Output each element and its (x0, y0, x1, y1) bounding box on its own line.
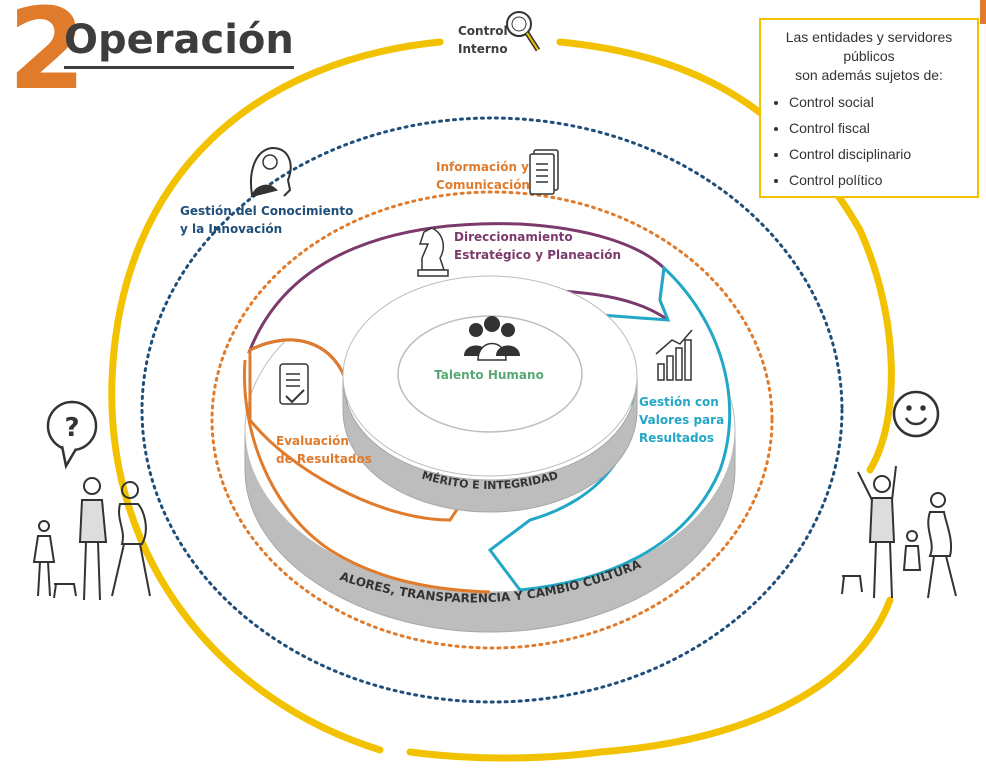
talento-ellipse (397, 315, 583, 433)
checklist-icon (279, 363, 309, 405)
talento-humano-label: Talento Humano (434, 368, 544, 382)
documents-icon (529, 149, 559, 195)
bar-chart-icon (655, 329, 693, 381)
control-interno-label: Control Interno (458, 24, 508, 56)
head-brain-icon (250, 146, 292, 198)
merito-disc-side (342, 377, 638, 513)
list-item: Control fiscal (789, 115, 967, 141)
direccionamiento-label: Direccionamiento Estratégico y Planeació… (454, 230, 622, 262)
control-interno-ring-bottom-right (596, 596, 894, 756)
informacion-ring (210, 190, 774, 650)
team-icon (464, 316, 520, 361)
control-interno-ring-left (108, 38, 444, 754)
page-title: Operación (64, 16, 294, 69)
question-bubble-icon (46, 400, 98, 470)
magnifier-icon (506, 11, 541, 52)
evaluacion-label: Evaluación de Resultados (276, 434, 372, 466)
chess-knight-icon (417, 227, 449, 277)
corner-accent (980, 0, 986, 24)
family-right-illustration (841, 465, 957, 599)
info-box: Las entidades y servidores públicos son … (759, 18, 979, 198)
gestion-conocimiento-ring (140, 116, 844, 704)
list-item: Control disciplinario (789, 141, 967, 167)
question-mark: ? (64, 413, 79, 443)
control-interno-ring-bottom (406, 748, 604, 762)
gestion-valores-label: Gestión con Valores para Resultados (639, 395, 725, 445)
informacion-label: Información y Comunicación (436, 160, 530, 192)
section-number: 2 (8, 0, 86, 115)
gestion-conocimiento-label: Gestión del Conocimiento y la Innovación (180, 204, 354, 236)
smiley-icon (892, 390, 940, 438)
control-interno-ring-right (556, 38, 895, 474)
list-item: Control político (789, 167, 967, 193)
list-item: Control social (789, 89, 967, 115)
info-box-list: Control social Control fiscal Control di… (771, 89, 967, 193)
evaluacion-arc-outer (242, 359, 491, 594)
family-left-illustration (32, 477, 151, 601)
info-box-intro: Las entidades y servidores públicos son … (785, 29, 953, 83)
